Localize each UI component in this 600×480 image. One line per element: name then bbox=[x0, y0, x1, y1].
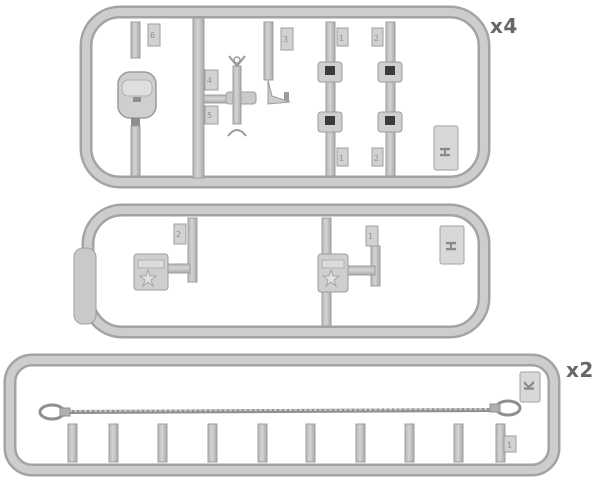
part-number-1b: 1 bbox=[339, 154, 344, 163]
sprue-k-quantity: x2 bbox=[566, 358, 594, 382]
sprue-h-part-6: 6 bbox=[117, 21, 161, 177]
part-number-5: 5 bbox=[207, 111, 212, 120]
sprue-h-tag-label: H bbox=[439, 147, 454, 158]
part-number-1: 1 bbox=[339, 34, 344, 43]
sprue-h-small-part-2: 2 bbox=[133, 217, 198, 291]
sprue-k-tag-label: K bbox=[523, 380, 538, 391]
sprue-h-small-tag: H bbox=[439, 225, 465, 265]
sprue-h-small-tag-label: H bbox=[445, 241, 460, 252]
sprue-h-small-frame bbox=[73, 203, 491, 339]
sprue-h-quantity: x4 bbox=[490, 14, 518, 38]
sprue-h-frame bbox=[79, 5, 491, 189]
sprue-h-part-3: 3 bbox=[263, 21, 294, 105]
sprue-h-small-part-number-1: 1 bbox=[368, 232, 373, 241]
part-number-6: 6 bbox=[150, 31, 155, 40]
sprue-k-tag: K bbox=[519, 371, 541, 403]
sprue-k-frame bbox=[3, 353, 561, 477]
part-number-3: 3 bbox=[283, 35, 288, 44]
sprue-h-small-part-number-2: 2 bbox=[176, 230, 181, 239]
sprue-h-small-part-1: 1 bbox=[317, 217, 381, 327]
sprue-h-part-1: 1 1 bbox=[317, 21, 349, 177]
sprue-h-part-2: 2 2 bbox=[371, 21, 403, 177]
sprue-h-tag: H bbox=[433, 125, 459, 171]
sprue-k-gates: 1 bbox=[67, 423, 517, 463]
part-number-2: 2 bbox=[374, 34, 379, 43]
sprue-h-part-4: 4 5 bbox=[203, 55, 257, 137]
part-number-4: 4 bbox=[207, 76, 212, 85]
sprue-k-part-number-1: 1 bbox=[507, 441, 512, 450]
part-number-2b: 2 bbox=[374, 154, 379, 163]
sprue-k-cable bbox=[38, 399, 522, 421]
